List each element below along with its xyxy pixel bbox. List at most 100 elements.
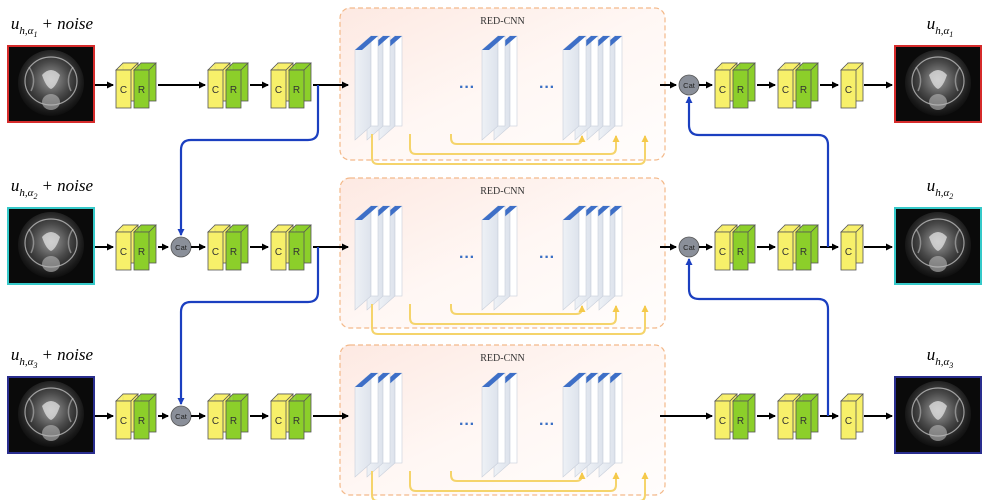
redcnn-1-skip-2 <box>450 134 586 145</box>
encoder-block1-3-conv-front <box>115 400 132 440</box>
encoder-block2-2-relu-label: R <box>230 247 237 258</box>
output-image-1-frame <box>894 45 982 123</box>
encoder-block1-1-relu: R <box>133 62 157 109</box>
redcnn-3-layer-2-0 <box>562 372 587 478</box>
output-label-1: uh,α1 <box>927 14 954 39</box>
encoder-block1-2-relu: R <box>133 224 157 271</box>
redcnn-1-layer-2-0-front <box>578 35 587 127</box>
redcnn-3-layer-0-0-front <box>370 372 379 464</box>
redcnn-3-layer-1-0 <box>481 372 506 478</box>
redcnn-3-skip-1 <box>409 471 620 492</box>
input-image-2-sulci <box>28 228 74 254</box>
decoder-block2-2-relu-front <box>795 231 812 271</box>
decoder-block1-1-relu-label: R <box>737 85 744 96</box>
encoder-block1-2-relu-label: R <box>138 247 145 258</box>
redcnn-2-layer-1-0-face <box>481 205 499 311</box>
redcnn-1-layer-2-0 <box>562 35 587 141</box>
encoder-block2-1-relu-front <box>225 69 242 109</box>
redcnn-1-layer-2-0-face <box>562 35 580 141</box>
redcnn-2-title: RED-CNN <box>480 186 524 197</box>
input-label-3: uh,α3+ noise <box>11 345 94 370</box>
encoder-link-1-2 <box>177 85 320 236</box>
encoder-block2-3-conv-label: C <box>212 416 219 427</box>
redcnn-1-dots-2: ··· <box>539 79 555 96</box>
redcnn-1-layer-2-3-front <box>614 35 623 127</box>
redcnn-3-layer-0-0-face <box>354 372 372 478</box>
redcnn-3-layer-1-0-stripe <box>482 373 505 387</box>
redcnn-3-dots-1: ··· <box>459 416 475 433</box>
encoder-block3-1-relu: R <box>288 62 312 109</box>
encoder-block3-2-conv-front <box>270 231 287 271</box>
encoder-block3-3-relu-label: R <box>293 416 300 427</box>
encoder-block3-3-relu-front <box>288 400 305 440</box>
cat-decoder-1-label: Cat <box>683 81 696 90</box>
decoder-block1-1-conv-label: C <box>719 85 726 96</box>
input-image-1 <box>7 45 95 123</box>
redcnn-1-layer-1-1-front <box>509 35 518 127</box>
output-image-1 <box>894 45 982 123</box>
encoder-block3-2-conv-label: C <box>275 247 282 258</box>
redcnn-1-layer-2-2-front <box>602 35 611 127</box>
cat-decoder-2: Cat <box>678 236 700 258</box>
output-label-3: uh,α3 <box>927 345 954 370</box>
redcnn-3: RED-CNN······ <box>339 344 666 500</box>
encoder-block3-3-relu: R <box>288 393 312 440</box>
input-label-1: uh,α1+ noise <box>11 14 94 39</box>
encoder-block2-1-relu-label: R <box>230 85 237 96</box>
redcnn-3-layer-2-2-front <box>602 372 611 464</box>
encoder-block3-2-relu-label: R <box>293 247 300 258</box>
decoder-link-2-1 <box>685 96 830 247</box>
decoder-conv-2-conv-label: C <box>845 247 852 258</box>
input-image-1-sulci <box>28 66 74 92</box>
decoder-block1-3-relu-front <box>732 400 749 440</box>
redcnn-2-layer-1-0-stripe <box>482 206 505 220</box>
redcnn-2-layer-2-1-front <box>590 205 599 297</box>
input-image-2-brainstem <box>42 256 60 272</box>
input-image-3-sulci <box>28 397 74 423</box>
redcnn-1-dots-1: ··· <box>459 79 475 96</box>
redcnn-1-skip-1 <box>409 134 620 155</box>
decoder-block1-2-relu-front <box>732 231 749 271</box>
redcnn-1-layer-0-0-face <box>354 35 372 141</box>
decoder-conv-3: C <box>840 393 864 440</box>
encoder-block2-1-conv-front <box>207 69 224 109</box>
redcnn-2-dots-2: ··· <box>539 249 555 266</box>
decoder-block2-3-relu: R <box>795 393 819 440</box>
encoder-link-2-3 <box>177 247 320 405</box>
redcnn-2-layer-0-0-front <box>370 205 379 297</box>
decoder-block1-1-relu: R <box>732 62 756 109</box>
output-image-2-ventricle <box>929 232 947 251</box>
decoder-block1-2-conv-label: C <box>719 247 726 258</box>
decoder-block2-3-conv-label: C <box>782 416 789 427</box>
encoder-block1-1-conv-label: C <box>120 85 127 96</box>
encoder-block1-3-relu-label: R <box>138 416 145 427</box>
encoder-block3-1-relu-label: R <box>293 85 300 96</box>
redcnn-2-layer-0-0 <box>354 205 379 311</box>
input-image-1-brainstem <box>42 94 60 110</box>
decoder-block2-2-relu-label: R <box>800 247 807 258</box>
decoder-block1-3-relu: R <box>732 393 756 440</box>
decoder-block2-2-conv-front <box>777 231 794 271</box>
encoder-block1-2-conv-label: C <box>120 247 127 258</box>
output-image-2 <box>894 207 982 285</box>
decoder-conv-1: C <box>840 62 864 109</box>
decoder-conv-3-conv-front <box>840 400 857 440</box>
output-image-3-sulci <box>915 397 961 423</box>
cat-encoder-2-label: Cat <box>175 243 188 252</box>
decoder-link-3-2 <box>685 258 830 416</box>
cat-decoder-1: Cat <box>678 74 700 96</box>
cat-encoder-3-label: Cat <box>175 412 188 421</box>
redcnn-3-layer-2-0-front <box>578 372 587 464</box>
redcnn-1-layer-1-0-face <box>481 35 499 141</box>
redcnn-1-layer-2-0-stripe <box>563 36 586 50</box>
redcnn-2-skip-0 <box>371 304 649 335</box>
redcnn-3-layer-2-0-face <box>562 372 580 478</box>
decoder-conv-2-conv-front <box>840 231 857 271</box>
